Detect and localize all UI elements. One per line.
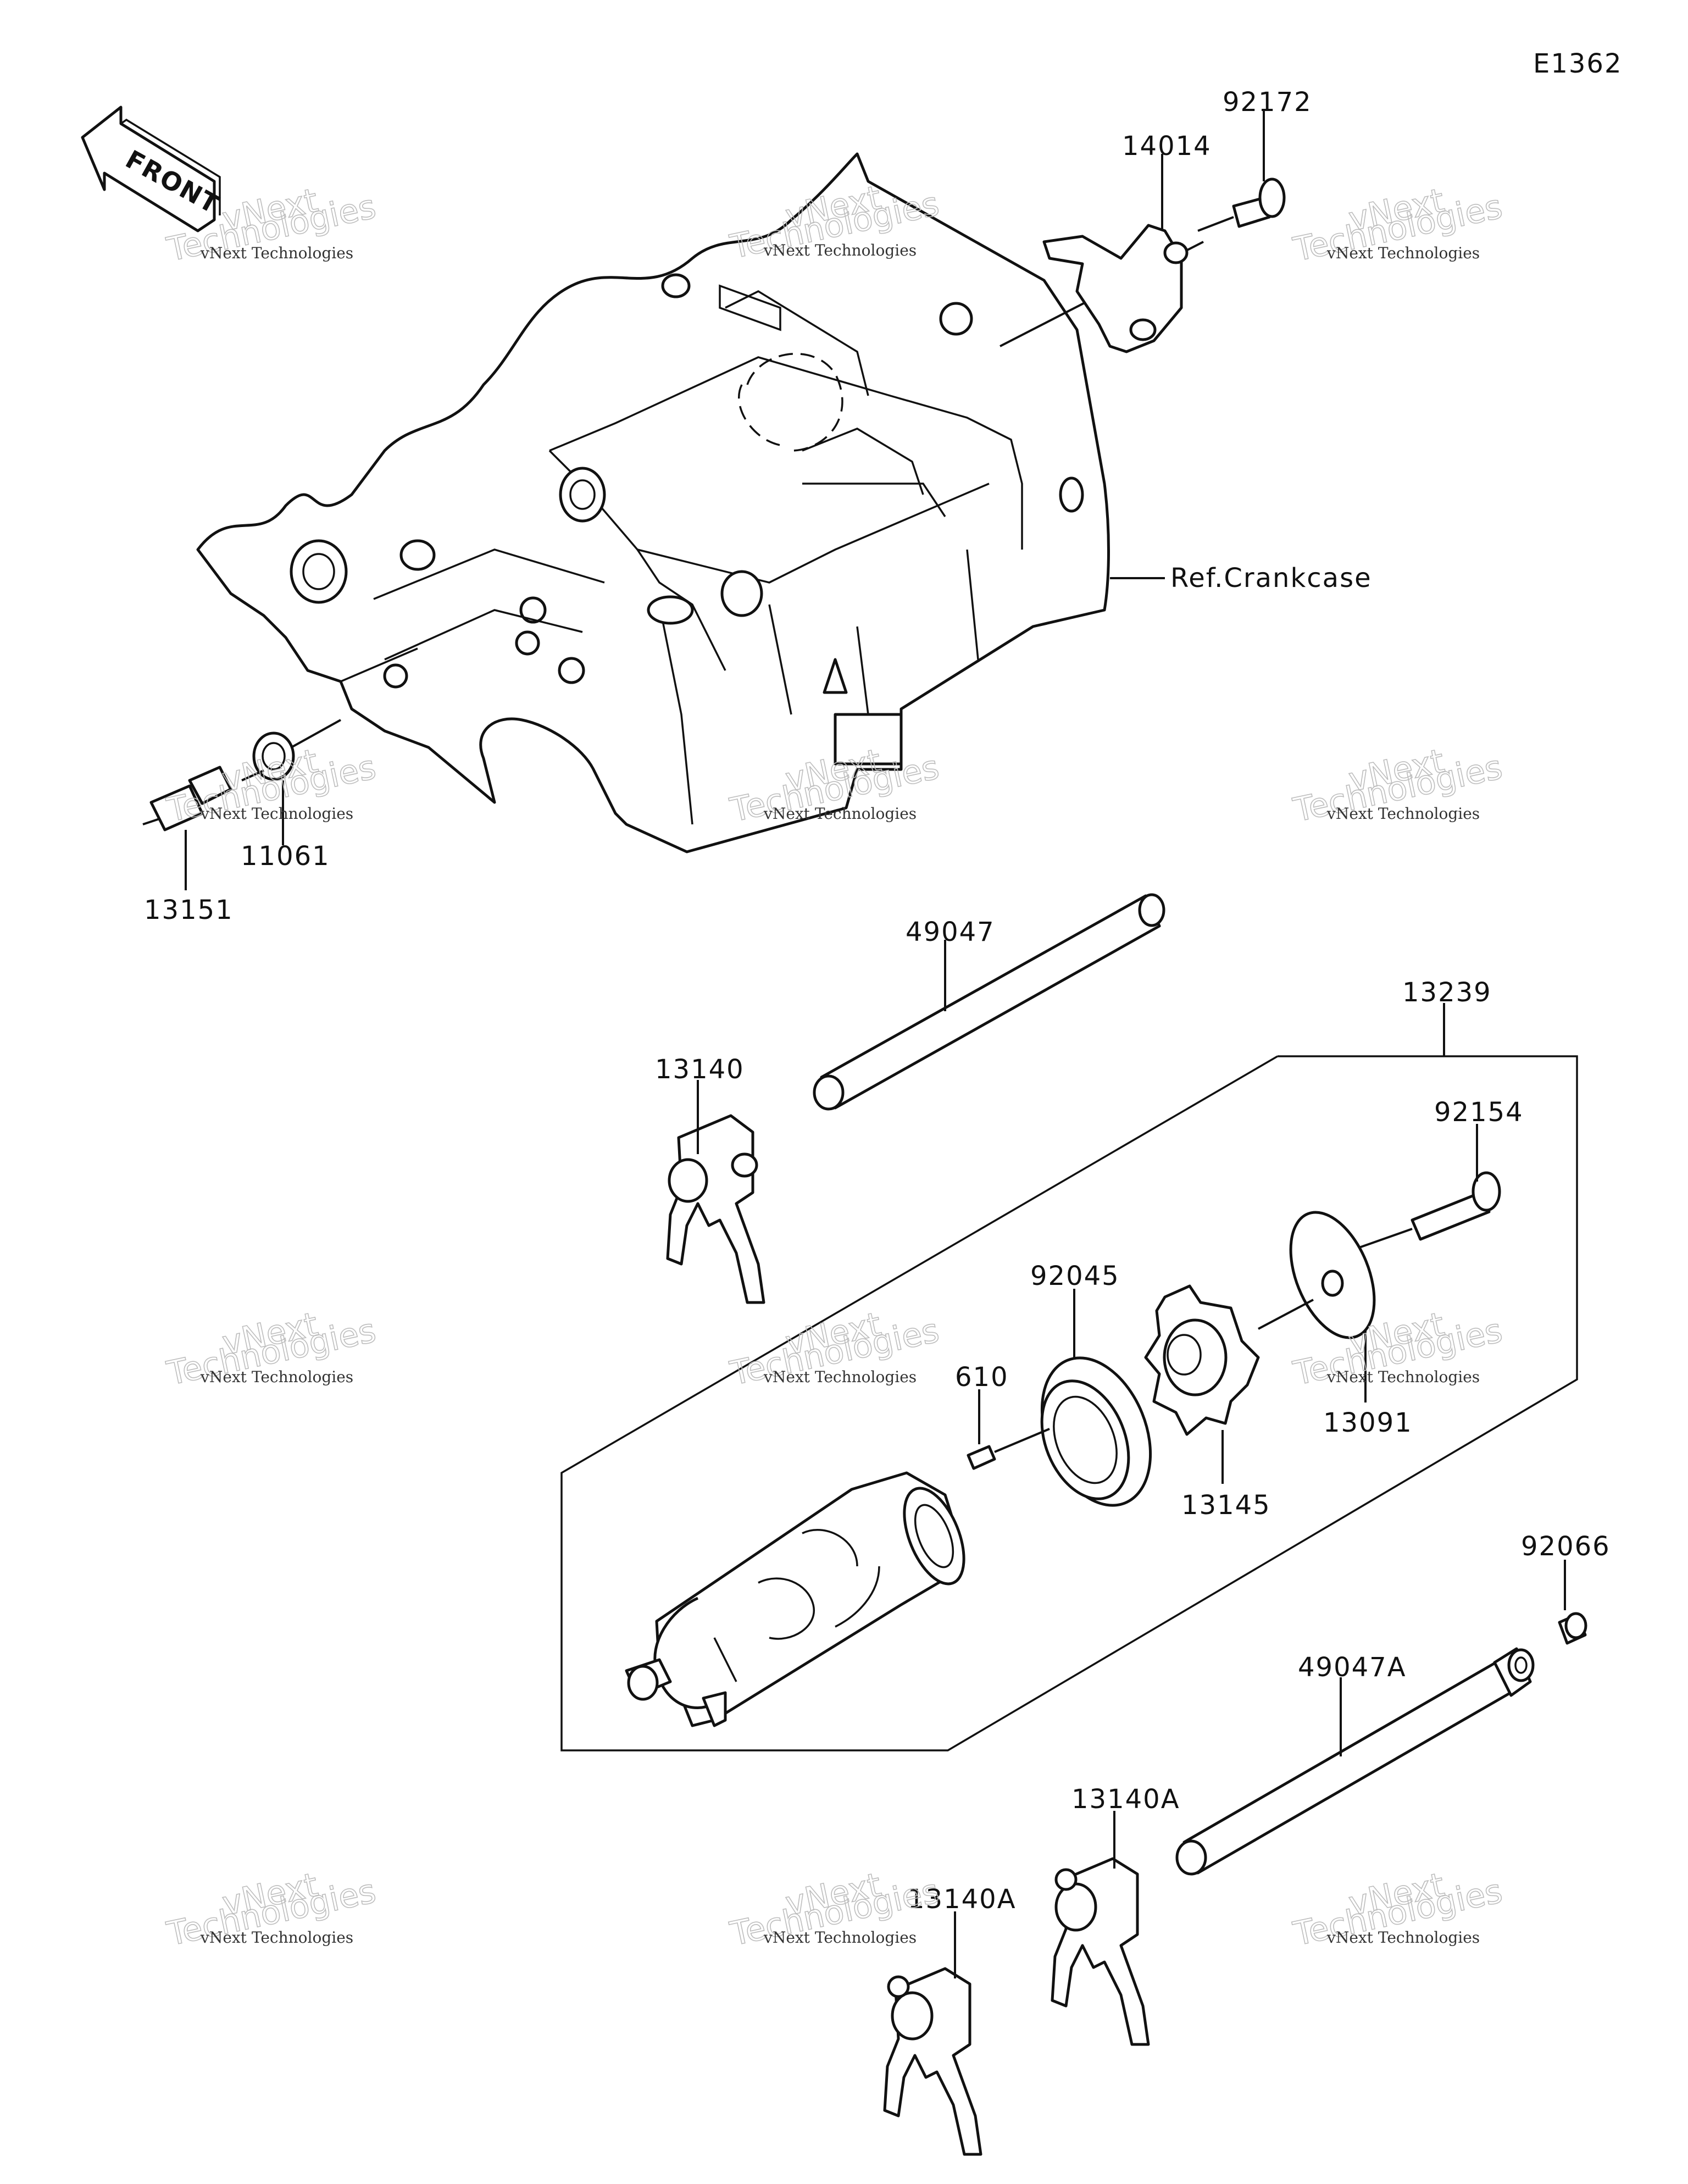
label-49047: 49047 bbox=[906, 917, 995, 947]
ref-crankcase-label: Ref.Crankcase bbox=[1170, 563, 1372, 594]
screw-92172-drawing bbox=[1197, 178, 1286, 232]
watermark-2: Technologies vNext vNext Technologies bbox=[726, 178, 943, 267]
svg-text:vNext Technologies: vNext Technologies bbox=[1326, 805, 1480, 823]
svg-text:vNext Technologies: vNext Technologies bbox=[1326, 1368, 1480, 1386]
watermark-7: Technologies vNext vNext Technologies bbox=[163, 1305, 380, 1394]
shift-drum-drawing bbox=[625, 1471, 965, 1727]
label-610: 610 bbox=[955, 1362, 1009, 1393]
shaft-49047A-drawing bbox=[1175, 1647, 1535, 1876]
label-92066: 92066 bbox=[1521, 1531, 1611, 1562]
cam-13145-drawing bbox=[1144, 1284, 1314, 1436]
svg-text:vNext Technologies: vNext Technologies bbox=[763, 241, 917, 259]
watermark-3: Technologies vNext vNext Technologies bbox=[1290, 181, 1506, 270]
watermark-8: Technologies vNext vNext Technologies bbox=[726, 1305, 943, 1394]
label-13140: 13140 bbox=[655, 1054, 745, 1085]
svg-text:vNext Technologies: vNext Technologies bbox=[200, 805, 353, 823]
front-arrow-icon: FRONT bbox=[81, 106, 224, 232]
fork-13140A-right-drawing bbox=[1051, 1857, 1150, 2046]
assembly-frame-13239 bbox=[560, 1055, 1578, 1751]
svg-text:vNext Technologies: vNext Technologies bbox=[1326, 1928, 1480, 1947]
svg-text:vNext Technologies: vNext Technologies bbox=[763, 1928, 917, 1947]
bolt-92154-drawing bbox=[1356, 1171, 1501, 1250]
svg-text:vNext Technologies: vNext Technologies bbox=[200, 1368, 353, 1386]
label-92154: 92154 bbox=[1434, 1097, 1524, 1128]
svg-text:vNext Technologies: vNext Technologies bbox=[200, 244, 353, 262]
plate-13091-drawing bbox=[1289, 1211, 1376, 1339]
washer-11061-drawing bbox=[252, 719, 341, 781]
shaft-49047-drawing bbox=[813, 893, 1165, 1111]
watermark-11: Technologies vNext vNext Technologies bbox=[726, 1865, 943, 1954]
bearing-92045-drawing bbox=[1040, 1356, 1152, 1507]
label-92172: 92172 bbox=[1223, 87, 1312, 118]
label-13151: 13151 bbox=[144, 895, 234, 925]
crankcase-drawing bbox=[196, 152, 1204, 853]
label-14014: 14014 bbox=[1122, 131, 1212, 162]
watermark-10: Technologies vNext vNext Technologies bbox=[163, 1865, 380, 1954]
svg-text:vNext Technologies: vNext Technologies bbox=[1326, 244, 1480, 262]
label-92045: 92045 bbox=[1030, 1261, 1120, 1291]
label-49047A: 49047A bbox=[1298, 1652, 1407, 1683]
label-13140A-right: 13140A bbox=[1071, 1784, 1180, 1815]
svg-text:vNext Technologies: vNext Technologies bbox=[763, 805, 917, 823]
watermark-12: Technologies vNext vNext Technologies bbox=[1290, 1865, 1506, 1954]
label-11061: 11061 bbox=[241, 841, 330, 872]
label-13239: 13239 bbox=[1402, 977, 1492, 1008]
plate-14014-drawing bbox=[1042, 224, 1189, 353]
svg-text:vNext Technologies: vNext Technologies bbox=[200, 1928, 353, 1947]
watermark-6: Technologies vNext vNext Technologies bbox=[1290, 741, 1506, 830]
watermark-4: Technologies vNext vNext Technologies bbox=[163, 741, 380, 830]
svg-text:vNext Technologies: vNext Technologies bbox=[763, 1368, 917, 1386]
pin-610-drawing bbox=[967, 1428, 1050, 1470]
label-13091: 13091 bbox=[1323, 1407, 1413, 1438]
switch-13151-drawing bbox=[142, 766, 264, 832]
label-13145: 13145 bbox=[1181, 1490, 1271, 1521]
cap-92066-drawing bbox=[1558, 1612, 1587, 1645]
fork-13140-drawing bbox=[666, 1114, 765, 1304]
label-13140A-left: 13140A bbox=[908, 1884, 1017, 1915]
diagram-code: E1362 bbox=[1533, 48, 1622, 79]
fork-13140A-left-drawing bbox=[883, 1967, 982, 2156]
